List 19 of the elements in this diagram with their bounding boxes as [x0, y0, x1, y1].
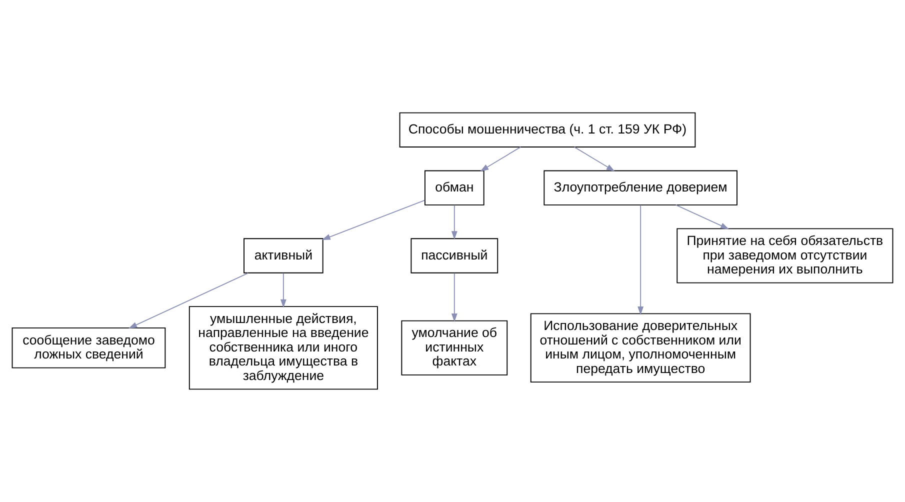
- node-box: активный: [244, 238, 324, 274]
- node-box: Злоупотребление доверием: [544, 170, 738, 206]
- node-box: умолчание об истинных фактах: [401, 320, 508, 376]
- arrow: [675, 204, 730, 230]
- node-box: Использование доверительных отношений с собственником или иным лицом, уполномоченным передать имущество: [530, 313, 751, 383]
- node-box: Принятие на себя обязательств при заведомом отсутствии намерения их выполнить: [676, 228, 894, 284]
- node-box: Способы мошенничества (ч. 1 ст. 159 УК РФ): [399, 112, 696, 148]
- node-box: пассивный: [410, 238, 498, 274]
- arrow: [322, 200, 426, 240]
- arrow: [451, 204, 458, 240]
- arrow: [638, 204, 644, 316]
- node-box: сообщение заведомо ложных сведений: [12, 327, 166, 368]
- arrow: [451, 272, 458, 322]
- node-box: умышленные действия, направленные на введение собственника или иного владельца имущества в заблуждение: [188, 306, 378, 390]
- arrow: [280, 272, 286, 308]
- arrow: [480, 146, 522, 172]
- arrow: [574, 146, 615, 172]
- node-box: обман: [424, 170, 484, 206]
- arrow: [128, 272, 249, 328]
